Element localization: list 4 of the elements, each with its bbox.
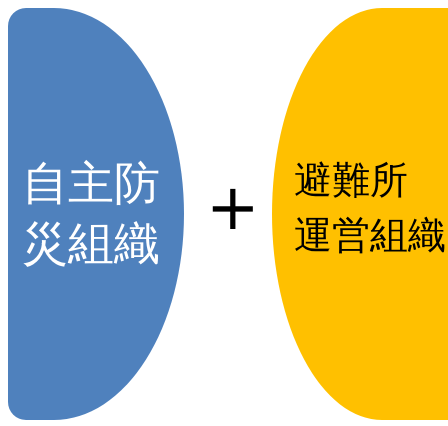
node-text: 運営組織 xyxy=(294,214,446,259)
node-text: 自主防災組織 xyxy=(22,156,160,271)
node-text: 避難所 xyxy=(294,158,408,204)
plus-sign: + xyxy=(206,176,260,240)
